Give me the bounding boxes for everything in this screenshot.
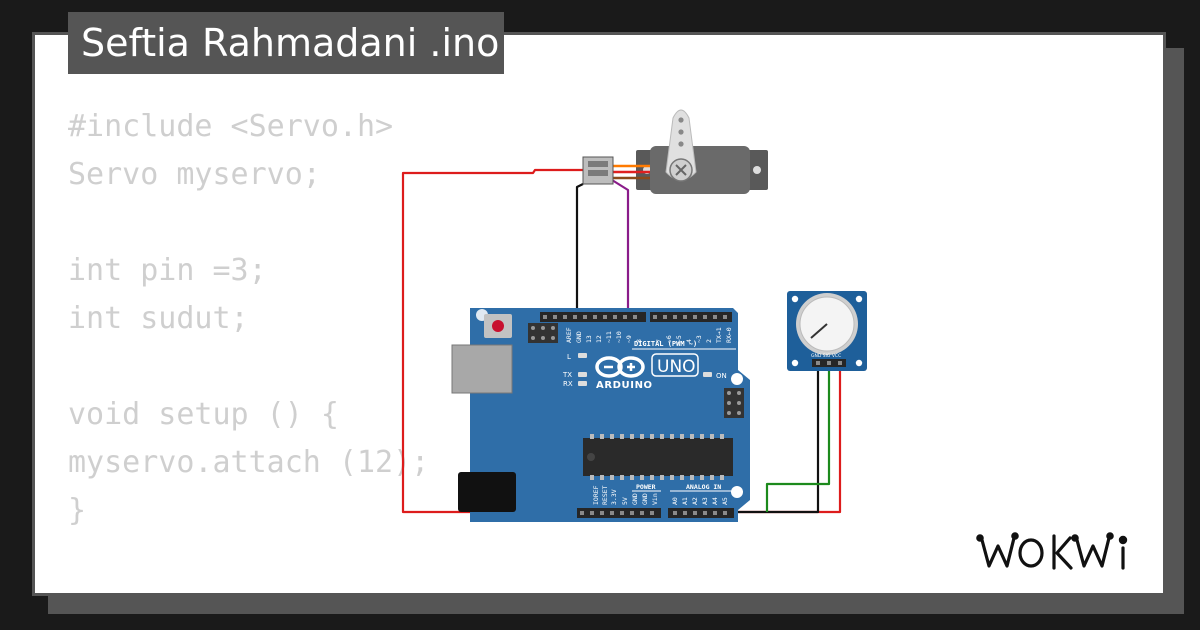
pin-label: A1 — [681, 497, 689, 505]
board-model: UNO — [657, 357, 696, 377]
code-line: void loop () { — [68, 583, 429, 593]
code-line: int sudut; — [68, 301, 249, 336]
pin-label: RX←0 — [725, 327, 733, 343]
pin-label: TX→1 — [715, 327, 723, 343]
code-line: myservo.attach (12); — [68, 445, 430, 480]
arduino-uno[interactable]: AREF GND 13 12 ~11 ~10 ~9 8 7 ~6 ~5 4 ~3… — [451, 308, 750, 522]
led-tx — [578, 372, 587, 377]
pin-label: Vin — [651, 493, 659, 505]
potentiometer[interactable]: GND SIG VCC — [787, 291, 867, 371]
analog-header-label: ANALOG IN — [686, 483, 721, 491]
pin-label: RESET — [601, 485, 609, 505]
pin-label: 2 — [705, 339, 713, 343]
servo-motor[interactable] — [582, 109, 768, 194]
usb-port — [451, 344, 513, 394]
pot-indicator — [810, 323, 828, 339]
pin-label: 13 — [585, 335, 593, 343]
pin-label: ~11 — [605, 331, 613, 343]
wire-signal-servo — [611, 179, 630, 314]
wire-analog-pot — [765, 365, 831, 512]
pin-label: A5 — [721, 497, 729, 505]
code-line: } — [68, 493, 87, 528]
pin-label: 7 — [655, 339, 663, 343]
pin-label: 8 — [635, 339, 643, 343]
pin-label: ~10 — [615, 331, 623, 343]
pin-label-aref: AREF — [565, 327, 573, 343]
pin-label: A0 — [671, 497, 679, 505]
pin-label: IOREF — [592, 485, 600, 505]
arduino-logo-icon — [595, 356, 645, 378]
pot-pin-labels: GND SIG VCC — [811, 353, 841, 359]
digital-header-2 — [650, 312, 732, 322]
pin-label: A3 — [701, 497, 709, 505]
pin-label: A2 — [691, 497, 699, 505]
led-tx-label: TX — [562, 371, 572, 379]
wire-vcc — [401, 168, 842, 514]
pin-label: GND — [641, 493, 649, 505]
code-line: Servo myservo; — [68, 157, 321, 192]
pin-label: ~3 — [695, 335, 703, 343]
pin-label: 4 — [685, 339, 693, 343]
pin-label: ~9 — [625, 335, 633, 343]
led-l — [578, 353, 587, 358]
reset-button[interactable] — [492, 320, 504, 332]
led-on — [703, 372, 712, 377]
digital-header-label: DIGITAL (PWM ~) — [634, 340, 697, 348]
wokwi-logo-icon — [976, 532, 1128, 570]
pin-label: 5V — [621, 497, 629, 505]
power-jack — [458, 472, 516, 512]
pin-label: A4 — [711, 497, 719, 505]
pin-label: ~6 — [665, 335, 673, 343]
led-l-label: L — [567, 353, 571, 361]
analog-header — [668, 508, 734, 518]
pin-label: 12 — [595, 335, 603, 343]
code-preview: #include <Servo.h> Servo myservo; int pin … — [68, 103, 430, 593]
led-rx-label: RX — [563, 380, 573, 388]
pin-label-gnd: GND — [575, 331, 583, 343]
pin-label: GND — [631, 493, 639, 505]
led-rx — [578, 381, 587, 386]
power-header — [577, 508, 661, 518]
servo-body — [650, 146, 750, 194]
code-line: #include <Servo.h> — [68, 109, 394, 144]
code-line: void setup () { — [68, 397, 339, 432]
led-on-label: ON — [716, 372, 727, 380]
wire-gnd-servo — [575, 183, 584, 314]
microcontroller-chip — [583, 438, 733, 476]
power-header-label: POWER — [636, 483, 656, 491]
code-line: int pin =3; — [68, 253, 267, 288]
pin-label: 3.3V — [610, 489, 618, 505]
arduino-wordmark: ARDUINO — [596, 380, 653, 391]
servo-cable — [612, 164, 650, 180]
project-title[interactable]: Seftia Rahmadani .ino — [68, 12, 504, 74]
pin-label: ~5 — [675, 335, 683, 343]
